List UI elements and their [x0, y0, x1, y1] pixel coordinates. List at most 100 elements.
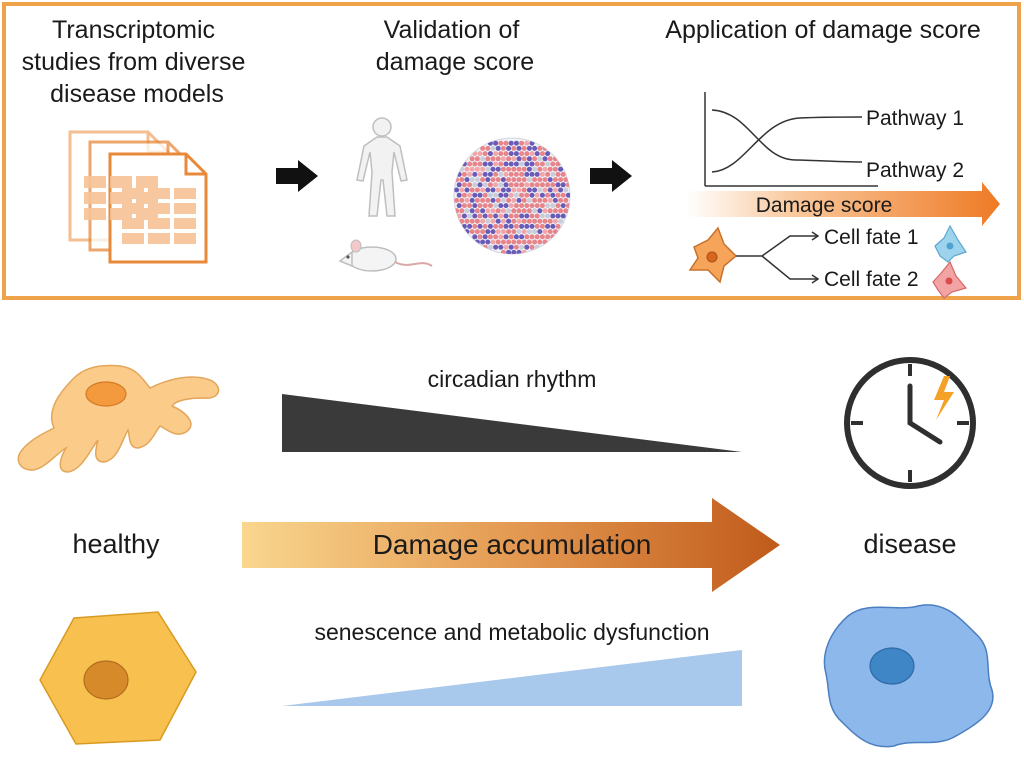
spatial-score-disc — [453, 137, 571, 255]
disc-spot — [508, 161, 514, 167]
disc-spot — [485, 208, 491, 214]
disc-spot — [539, 234, 545, 240]
disc-spot — [529, 151, 535, 157]
disc-spot — [513, 244, 519, 250]
disc-spot — [547, 166, 553, 172]
disc-spot — [487, 213, 493, 219]
flow-arrow-2 — [590, 160, 632, 192]
disc-spot — [508, 192, 514, 198]
disc-spot — [537, 145, 543, 151]
healthy-label: healthy — [72, 529, 160, 559]
disc-spot — [542, 156, 548, 162]
disc-spot — [459, 218, 465, 224]
disc-spot — [534, 244, 540, 250]
disc-spot — [472, 213, 478, 219]
disc-spot — [474, 187, 480, 193]
disc-spot — [521, 208, 527, 214]
disc-spot — [524, 223, 530, 229]
disc-spot — [558, 197, 564, 203]
disc-spot — [508, 244, 514, 250]
disc-spot — [477, 171, 483, 177]
disc-spot — [508, 171, 514, 177]
disc-spot — [519, 244, 525, 250]
disc-spot — [508, 234, 514, 240]
disc-spot — [516, 156, 522, 162]
disc-spot — [498, 213, 504, 219]
disc-spot — [480, 239, 486, 245]
disc-spot — [490, 145, 496, 151]
disc-spot — [500, 218, 506, 224]
disc-spot — [552, 197, 558, 203]
disc-spot — [508, 203, 514, 209]
disc-spot — [495, 208, 501, 214]
disc-spot — [529, 182, 535, 188]
disc-spot — [524, 192, 530, 198]
disc-spot — [563, 197, 569, 203]
disc-spot — [545, 192, 551, 198]
disc-spot — [539, 192, 545, 198]
disc-spot — [469, 208, 475, 214]
disc-spot — [487, 223, 493, 229]
disc-spot — [545, 203, 551, 209]
disc-spot — [495, 156, 501, 162]
disc-spot — [539, 223, 545, 229]
disc-spot — [500, 249, 506, 254]
disc-spot — [539, 182, 545, 188]
disc-spot — [498, 234, 504, 240]
disc-spot — [537, 166, 543, 172]
disc-spot — [565, 203, 570, 209]
pathway-2-curve — [711, 116, 863, 173]
disc-spot — [529, 223, 535, 229]
col3-title: Application of damage score — [665, 16, 980, 44]
disc-spot — [516, 197, 522, 203]
disc-spot — [524, 171, 530, 177]
disc-spot — [519, 223, 525, 229]
col2-title: Validation of damage score — [376, 16, 534, 76]
disc-spot — [550, 234, 556, 240]
disc-spot — [482, 161, 488, 167]
disc-spot — [537, 208, 543, 214]
disc-spot — [461, 171, 467, 177]
disc-spot — [503, 223, 509, 229]
disc-spot — [503, 140, 509, 146]
disc-spot — [493, 223, 499, 229]
disc-spot — [521, 197, 527, 203]
disc-spot — [461, 182, 467, 188]
disc-spot — [480, 177, 486, 183]
disc-spot — [539, 213, 545, 219]
disc-spot — [524, 234, 530, 240]
disc-spot — [537, 218, 543, 224]
disc-spot — [550, 223, 556, 229]
disc-spot — [472, 223, 478, 229]
disc-spot — [472, 151, 478, 157]
disc-spot — [493, 140, 499, 146]
disc-spot — [519, 192, 525, 198]
disc-spot — [490, 218, 496, 224]
disc-spot — [516, 177, 522, 183]
disc-spot — [493, 234, 499, 240]
disc-spot — [526, 166, 532, 172]
disc-spot — [506, 197, 512, 203]
col2-title-line2: damage score — [376, 48, 534, 76]
disc-spot — [459, 208, 465, 214]
disc-spot — [513, 223, 519, 229]
disc-spot — [563, 177, 569, 183]
disc-spot — [495, 145, 501, 151]
disc-spot — [511, 197, 517, 203]
disc-spot — [513, 151, 519, 157]
disc-spot — [493, 161, 499, 167]
disc-spot — [482, 203, 488, 209]
disc-spot — [469, 166, 475, 172]
disc-spot — [474, 177, 480, 183]
disc-spot — [550, 182, 556, 188]
disc-spot — [490, 177, 496, 183]
disc-spot — [477, 223, 483, 229]
disc-spot — [461, 223, 467, 229]
disc-spot — [534, 213, 540, 219]
disease-label: disease — [863, 529, 956, 559]
disc-spot — [500, 239, 506, 245]
disc-spot — [500, 156, 506, 162]
disc-spot — [524, 203, 530, 209]
disc-spot — [490, 239, 496, 245]
disc-spot — [545, 151, 551, 157]
